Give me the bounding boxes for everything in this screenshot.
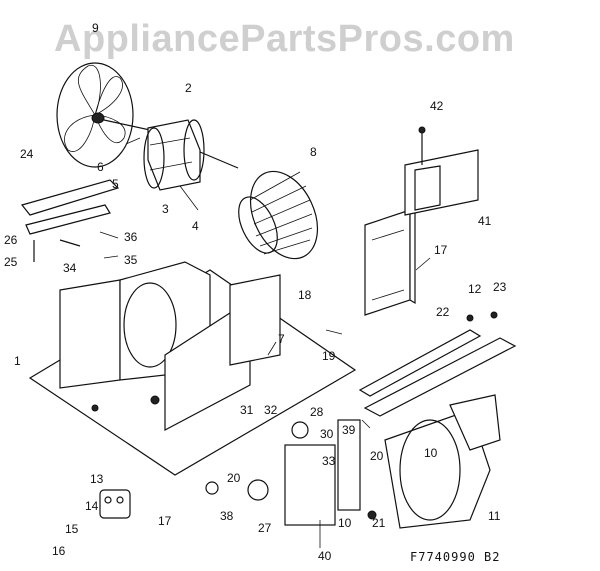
callout-14: 14 xyxy=(85,499,99,513)
callout-23: 23 xyxy=(493,280,507,294)
callout-2: 2 xyxy=(185,81,192,95)
callout-41: 41 xyxy=(478,214,492,228)
callout-8: 8 xyxy=(310,145,317,159)
callout-1: 1 xyxy=(14,354,21,368)
callout-32: 32 xyxy=(264,403,278,417)
fan-blade xyxy=(56,62,151,168)
motor-bracket xyxy=(20,179,120,262)
callout-6: 6 xyxy=(97,160,104,174)
callout-24: 24 xyxy=(20,147,34,161)
callout-33: 33 xyxy=(322,454,336,468)
callout-30: 30 xyxy=(320,427,334,441)
callout-11: 11 xyxy=(488,509,501,523)
callout-36: 36 xyxy=(124,230,138,244)
callout-28: 28 xyxy=(310,405,324,419)
callout-10-lower: 10 xyxy=(338,516,352,530)
control-panel xyxy=(364,208,416,316)
callout-19: 19 xyxy=(322,349,336,363)
top-rail xyxy=(358,311,517,417)
callout-16: 16 xyxy=(52,544,66,558)
blower-wheel xyxy=(238,170,319,260)
leader-lines xyxy=(99,137,431,548)
callout-22: 22 xyxy=(436,305,450,319)
callout-18: 18 xyxy=(298,288,312,302)
callout-4: 4 xyxy=(192,219,199,233)
callout-3: 3 xyxy=(162,202,169,216)
callout-5: 5 xyxy=(112,177,119,191)
callout-12: 12 xyxy=(468,282,482,296)
callout-27: 27 xyxy=(258,521,272,535)
callout-38: 38 xyxy=(220,509,234,523)
callout-20-right: 20 xyxy=(370,449,384,463)
base-chassis xyxy=(28,261,357,476)
bracket-41 xyxy=(404,126,479,216)
callout-35: 35 xyxy=(124,253,138,267)
callout-40: 40 xyxy=(318,549,332,563)
callout-7: 7 xyxy=(278,332,285,346)
small-components xyxy=(99,419,377,526)
callout-17-panel: 17 xyxy=(434,243,448,257)
watermark: AppliancePartsPros.com xyxy=(54,18,515,60)
drawing-id: F7740990 B2 xyxy=(410,550,501,564)
blower-housing xyxy=(384,394,501,529)
callout-10-housing: 10 xyxy=(424,446,438,460)
callout-39: 39 xyxy=(342,423,356,437)
callout-20-left: 20 xyxy=(227,471,241,485)
callout-9: 9 xyxy=(92,21,99,35)
callout-26: 26 xyxy=(4,233,18,247)
callout-42: 42 xyxy=(430,99,444,113)
motor xyxy=(143,119,239,191)
callout-17-lower: 17 xyxy=(158,514,172,528)
callout-15: 15 xyxy=(65,522,79,536)
callout-13: 13 xyxy=(90,472,104,486)
callout-31: 31 xyxy=(240,403,254,417)
callout-21: 21 xyxy=(372,516,386,530)
callout-25: 25 xyxy=(4,255,18,269)
callout-34: 34 xyxy=(63,261,77,275)
